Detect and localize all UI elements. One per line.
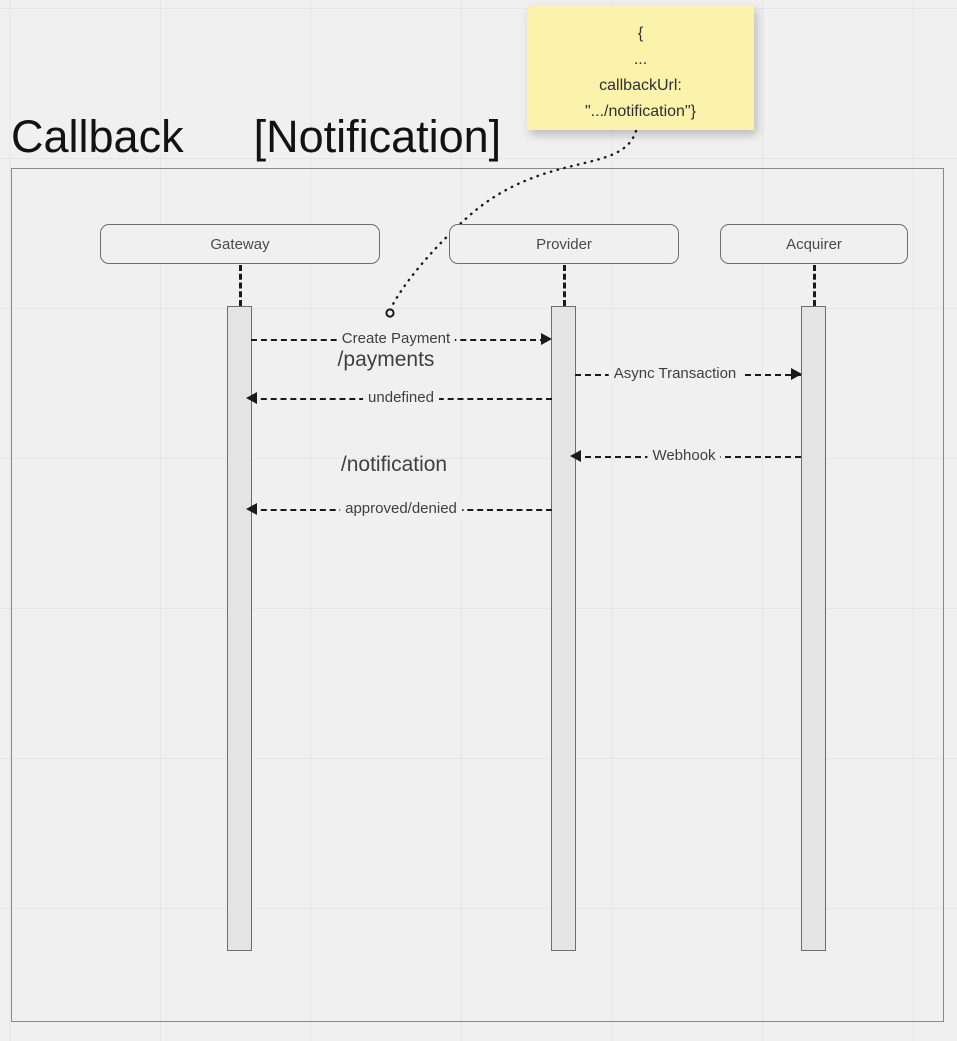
arrowhead-create-payment [541,333,552,345]
message-sublabel-notification-callback: /notification [340,453,448,476]
fragment-condition: [Notification] [253,111,502,162]
participant-label: Provider [536,235,592,253]
note-line-4: ".../notification"} [585,103,696,120]
lifeline-gateway [239,265,242,306]
activation-acquirer[interactable] [801,306,826,951]
participant-label: Gateway [210,235,270,253]
message-label-create-payment: Create Payment [336,331,456,347]
participant-provider[interactable]: Provider [449,224,679,264]
fragment-name: Callback [11,111,184,162]
activation-provider[interactable] [551,306,576,951]
note-line-3: callbackUrl: [599,77,682,94]
participant-label: Acquirer [786,235,842,253]
arrowhead-webhook [570,450,581,462]
participant-acquirer[interactable]: Acquirer [720,224,908,264]
note-line-2: ... [633,51,648,68]
lifeline-provider [563,265,566,306]
arrowhead-notification-callback [246,503,257,515]
message-label-webhook: Webhook [647,448,721,464]
arrowhead-async-transaction [791,368,802,380]
message-label-undefined-return: undefined [363,390,439,406]
message-label-async-transaction: Async Transaction [608,366,742,382]
note-line-1: { [637,25,644,42]
activation-gateway[interactable] [227,306,252,951]
lifeline-acquirer [813,265,816,306]
message-label-notification-callback: approved/denied [340,501,462,517]
page-title: Callback [Notification] [11,112,501,162]
callback-url-note: { ... callbackUrl: ".../notification"} [527,5,754,130]
message-sublabel-create-payment: /payments [337,348,435,371]
arrowhead-undefined-return [246,392,257,404]
participant-gateway[interactable]: Gateway [100,224,380,264]
